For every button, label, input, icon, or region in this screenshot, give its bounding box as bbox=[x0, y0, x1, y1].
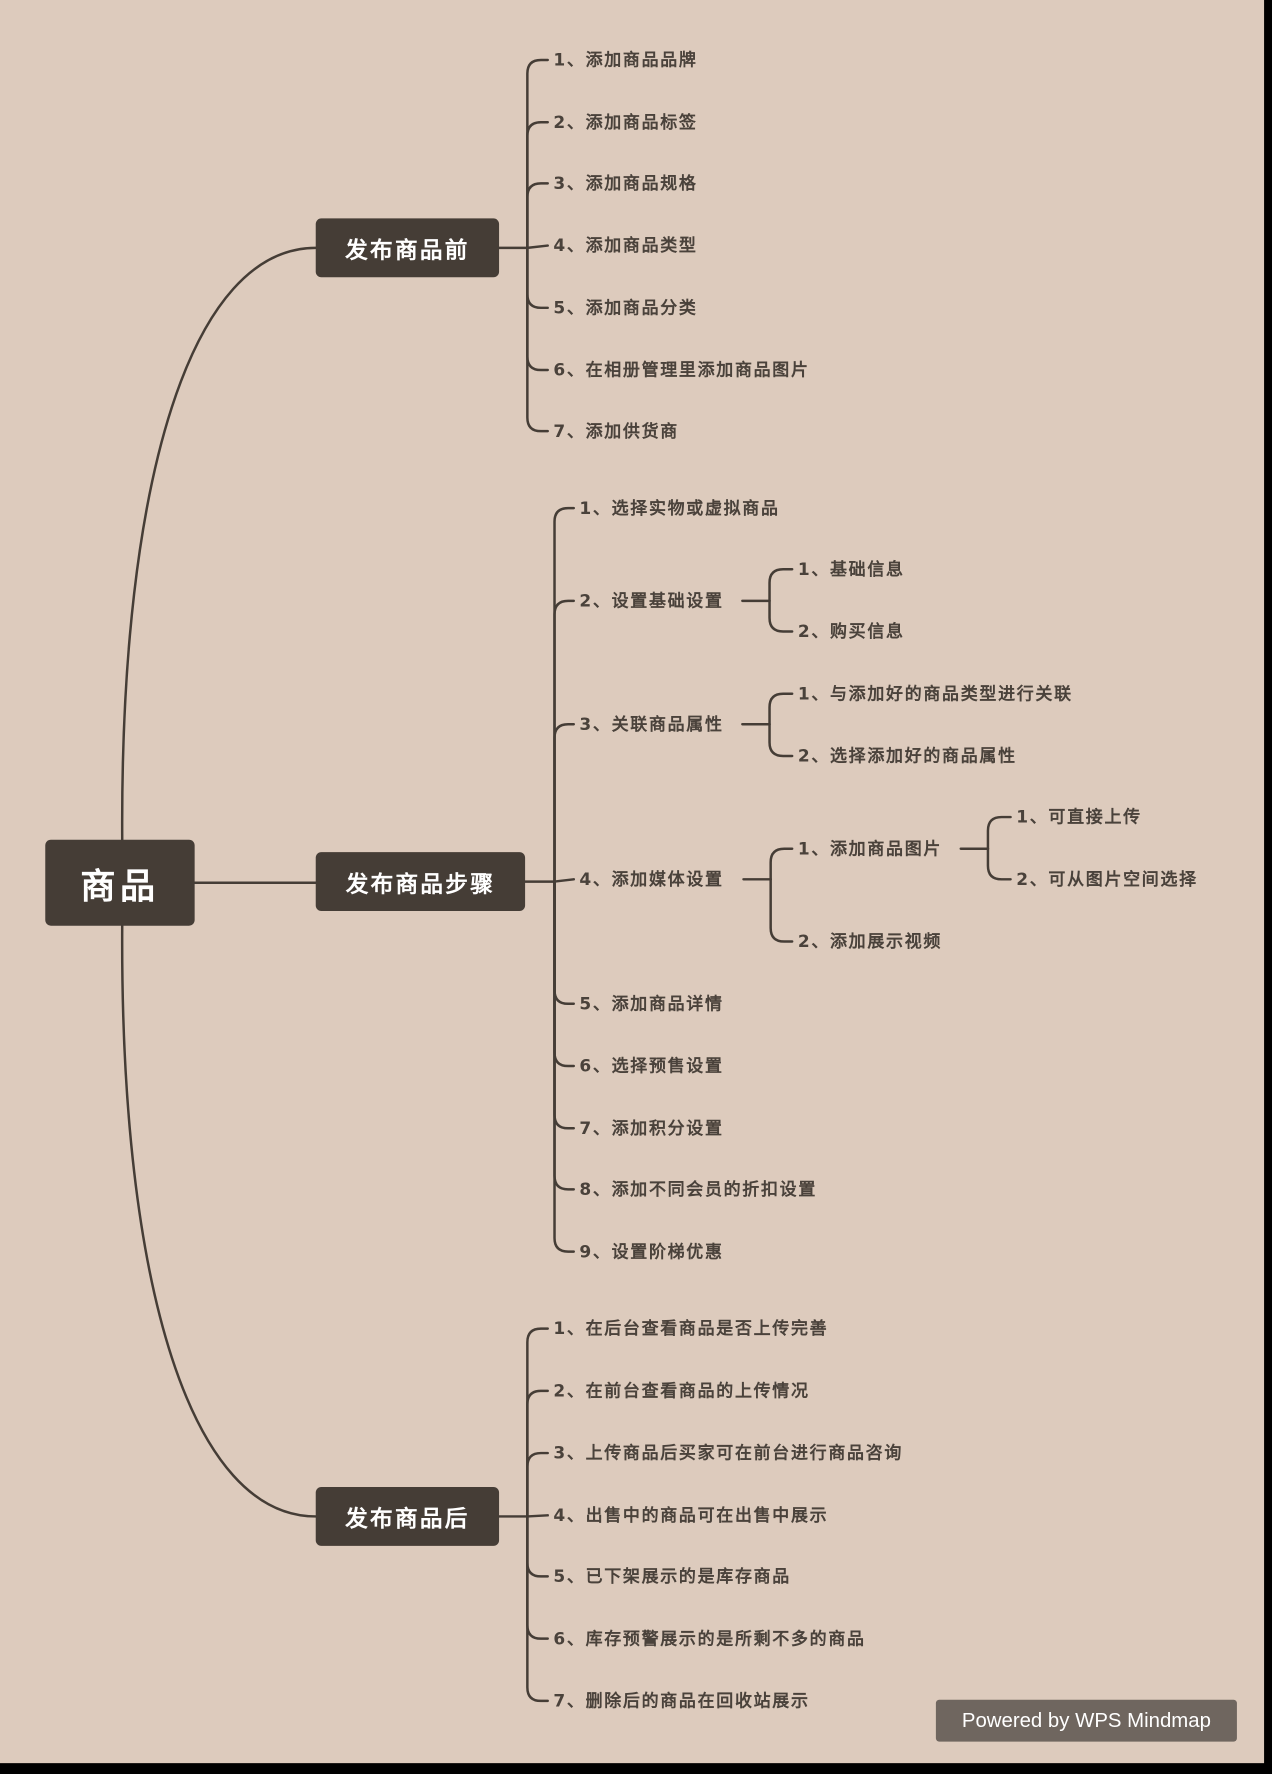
leaf-node[interactable]: 3、上传商品后买家可在前台进行商品咨询 bbox=[553, 1442, 904, 1464]
connector-line bbox=[526, 1327, 549, 1518]
connector-line bbox=[526, 1389, 549, 1518]
leaf-node[interactable]: 5、添加商品分类 bbox=[553, 297, 698, 318]
leaf-node[interactable]: 7、删除后的商品在回收站展示 bbox=[553, 1690, 810, 1712]
connector-line bbox=[553, 878, 576, 883]
branch-node-publish-steps[interactable]: 发布商品步骤 bbox=[315, 852, 526, 911]
leaf-node[interactable]: 2、在前台查看商品的上传情况 bbox=[553, 1380, 810, 1402]
connector-line bbox=[986, 847, 1012, 881]
connector-line bbox=[553, 723, 576, 883]
leaf-node[interactable]: 2、添加展示视频 bbox=[797, 931, 943, 952]
connector-line bbox=[986, 815, 1012, 850]
root-node[interactable]: 商品 bbox=[45, 839, 195, 926]
leaf-node[interactable]: 1、添加商品图片 bbox=[797, 838, 943, 859]
connector-line bbox=[553, 880, 576, 1253]
leaf-node[interactable]: 6、库存预警展示的是所剩不多的商品 bbox=[553, 1628, 866, 1649]
leaf-node[interactable]: 2、选择添加好的商品属性 bbox=[797, 745, 1017, 767]
leaf-node[interactable]: 4、出售中的商品可在出售中展示 bbox=[553, 1505, 829, 1526]
leaf-node[interactable]: 2、购买信息 bbox=[797, 621, 905, 642]
leaf-node[interactable]: 1、添加商品品牌 bbox=[553, 49, 698, 71]
leaf-node[interactable]: 2、可从图片空间选择 bbox=[1016, 869, 1198, 890]
leaf-node[interactable]: 1、选择实物或虚拟商品 bbox=[579, 497, 780, 519]
leaf-node[interactable]: 6、选择预售设置 bbox=[579, 1055, 724, 1077]
leaf-node[interactable]: 5、已下架展示的是库存商品 bbox=[553, 1566, 791, 1587]
connector-line bbox=[526, 1515, 549, 1703]
connector-line bbox=[526, 120, 549, 250]
branch-node-before-publish[interactable]: 发布商品前 bbox=[315, 218, 500, 278]
leaf-node[interactable]: 3、添加商品规格 bbox=[553, 173, 698, 194]
connector-line bbox=[553, 880, 576, 1068]
leaf-node[interactable]: 9、设置阶梯优惠 bbox=[579, 1241, 724, 1262]
leaf-node[interactable]: 7、添加供货商 bbox=[553, 420, 679, 442]
connector-line bbox=[553, 880, 576, 1191]
connector-line bbox=[769, 878, 794, 943]
leaf-node[interactable]: 1、可直接上传 bbox=[1016, 806, 1142, 828]
connector-line bbox=[768, 567, 794, 603]
connector-line bbox=[769, 847, 794, 881]
connector-line bbox=[526, 246, 549, 310]
leaf-node[interactable]: 7、添加积分设置 bbox=[579, 1118, 724, 1139]
leaf-node[interactable]: 3、关联商品属性 bbox=[579, 714, 724, 735]
connector-line bbox=[768, 599, 794, 633]
connector-line bbox=[526, 1514, 549, 1518]
leaf-node[interactable]: 2、设置基础设置 bbox=[579, 590, 724, 612]
connector-line bbox=[120, 924, 317, 1518]
connector-line bbox=[526, 244, 549, 250]
leaf-node[interactable]: 5、添加商品详情 bbox=[579, 993, 724, 1014]
connector-line bbox=[526, 58, 549, 250]
connector-line bbox=[526, 182, 549, 250]
connector-line bbox=[526, 246, 549, 433]
leaf-node[interactable]: 2、添加商品标签 bbox=[553, 112, 698, 133]
leaf-node[interactable]: 4、添加媒体设置 bbox=[579, 869, 724, 890]
connector-line bbox=[553, 880, 576, 1006]
leaf-node[interactable]: 1、与添加好的商品类型进行关联 bbox=[797, 683, 1073, 704]
connector-line bbox=[553, 599, 576, 883]
branch-node-after-publish[interactable]: 发布商品后 bbox=[315, 1487, 500, 1546]
connector-line bbox=[120, 246, 317, 841]
connector-line bbox=[768, 723, 794, 758]
leaf-node[interactable]: 4、添加商品类型 bbox=[553, 235, 698, 256]
leaf-node[interactable]: 6、在相册管理里添加商品图片 bbox=[553, 359, 810, 381]
leaf-node[interactable]: 1、基础信息 bbox=[797, 559, 905, 580]
connector-line bbox=[768, 692, 794, 726]
powered-by-badge[interactable]: Powered by WPS Mindmap bbox=[935, 1699, 1237, 1742]
leaf-node[interactable]: 8、添加不同会员的折扣设置 bbox=[579, 1179, 818, 1200]
leaf-node[interactable]: 1、在后台查看商品是否上传完善 bbox=[553, 1318, 829, 1339]
connector-line bbox=[526, 1451, 549, 1518]
connector-line bbox=[553, 506, 576, 883]
connector-line bbox=[526, 1515, 549, 1578]
